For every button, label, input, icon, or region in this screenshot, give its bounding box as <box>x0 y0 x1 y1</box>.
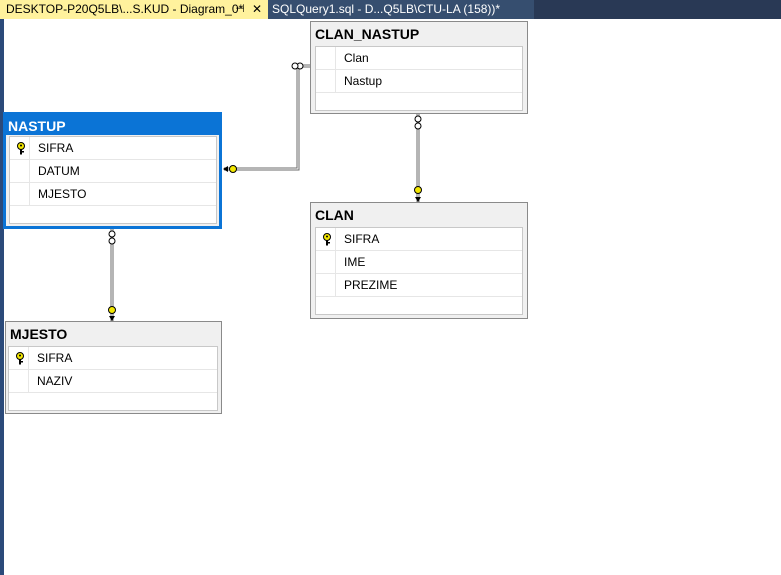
row-selector <box>10 137 30 159</box>
column-row[interactable]: Clan <box>316 47 522 70</box>
tab-sqlquery-label: SQLQuery1.sql - D...Q5LB\CTU-LA (158))* <box>272 2 501 16</box>
table-mjesto[interactable]: MJESTO SIFRA NAZIV <box>5 321 222 414</box>
column-name: PREZIME <box>344 278 398 292</box>
column-name: Clan <box>344 51 369 65</box>
primary-key-icon <box>323 233 331 246</box>
table-title: CLAN_NASTUP <box>311 22 527 44</box>
table-title: CLAN <box>311 203 527 225</box>
pin-icon[interactable]: ⊣ <box>235 3 245 15</box>
tab-diagram-label: DESKTOP-P20Q5LB\...S.KUD - Diagram_0* <box>6 2 244 16</box>
column-name: SIFRA <box>38 141 74 155</box>
column-name: SIFRA <box>37 351 73 365</box>
primary-key-icon <box>16 352 24 365</box>
table-nastup[interactable]: NASTUP SIFRA DATUM MJESTO <box>3 112 222 229</box>
relationship-clan-nastup-to-clan <box>414 114 422 202</box>
table-columns: Clan Nastup <box>315 46 523 111</box>
column-row[interactable]: SIFRA <box>10 137 216 160</box>
row-selector <box>10 183 30 205</box>
column-row[interactable]: DATUM <box>10 160 216 183</box>
row-selector <box>316 228 336 250</box>
row-selector <box>10 160 30 182</box>
column-row[interactable]: Nastup <box>316 70 522 93</box>
row-selector <box>9 370 29 392</box>
row-selector <box>9 347 29 369</box>
table-columns: SIFRA DATUM MJESTO <box>9 136 217 224</box>
tab-diagram[interactable]: DESKTOP-P20Q5LB\...S.KUD - Diagram_0* ⊣ … <box>0 0 268 19</box>
close-icon[interactable]: ✕ <box>251 2 263 16</box>
column-row[interactable]: PREZIME <box>316 274 522 297</box>
column-name: Nastup <box>344 74 383 88</box>
key-end-icon <box>229 165 237 173</box>
primary-key-icon <box>17 142 25 155</box>
left-panel-edge <box>0 19 4 575</box>
column-name: IME <box>344 255 366 269</box>
table-title: NASTUP <box>6 115 219 135</box>
tab-sqlquery[interactable]: SQLQuery1.sql - D...Q5LB\CTU-LA (158))* <box>268 0 534 19</box>
relationship-clan-nastup-to-nastup <box>223 62 310 173</box>
column-name: SIFRA <box>344 232 380 246</box>
table-title: MJESTO <box>6 322 221 344</box>
table-columns: SIFRA IME PREZIME <box>315 227 523 315</box>
row-selector <box>316 274 336 296</box>
table-clan-nastup[interactable]: CLAN_NASTUP Clan Nastup <box>310 21 528 114</box>
column-row[interactable]: MJESTO <box>10 183 216 206</box>
column-name: DATUM <box>38 164 80 178</box>
column-name: MJESTO <box>38 187 87 201</box>
document-tab-bar: DESKTOP-P20Q5LB\...S.KUD - Diagram_0* ⊣ … <box>0 0 781 19</box>
column-row[interactable]: SIFRA <box>316 228 522 251</box>
column-row[interactable]: SIFRA <box>9 347 217 370</box>
column-name: NAZIV <box>37 374 73 388</box>
row-selector <box>316 70 336 92</box>
column-row[interactable]: NAZIV <box>9 370 217 393</box>
row-selector <box>316 251 336 273</box>
row-selector <box>316 47 336 69</box>
relationship-nastup-to-mjesto <box>108 229 116 321</box>
table-columns: SIFRA NAZIV <box>8 346 218 411</box>
column-row[interactable]: IME <box>316 251 522 274</box>
table-clan[interactable]: CLAN SIFRA IME PREZIME <box>310 202 528 319</box>
